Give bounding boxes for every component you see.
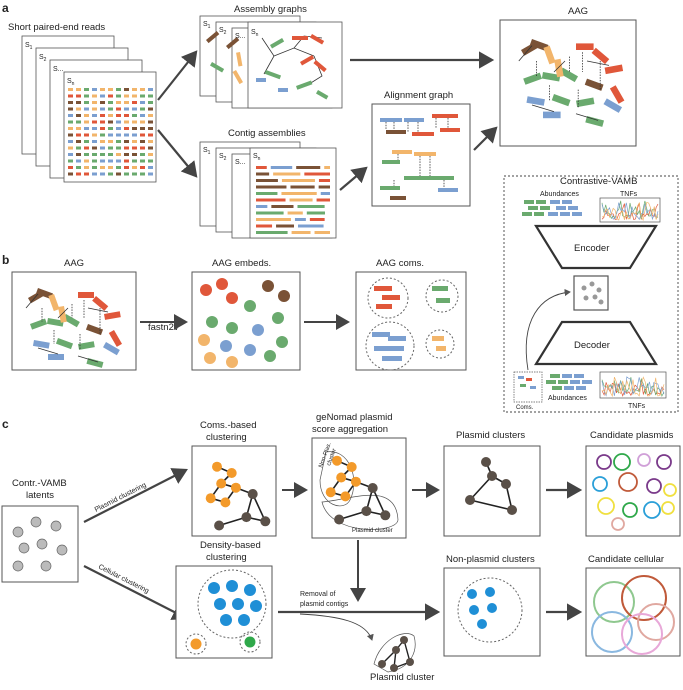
encoder-shape — [534, 224, 658, 270]
contig-s1-label: S1 — [203, 147, 211, 156]
coms-based-title-l2: clustering — [206, 432, 247, 443]
latents-dots — [12, 516, 68, 572]
short-reads-title: Short paired-end reads — [8, 22, 105, 33]
genomad-graph — [319, 451, 399, 530]
vamb-tnfs-top: TNFs — [620, 191, 638, 198]
vamb-abundance-blocks-top — [522, 200, 582, 216]
arrow-contigs-to-alignment — [339, 166, 368, 191]
graph-s1-label: S1 — [203, 21, 211, 30]
removed-plasmid-cluster — [373, 633, 416, 673]
latents-title-l2: latents — [26, 490, 54, 501]
tnf-spectrum-bottom — [601, 376, 665, 398]
assembly-graphs-stack — [199, 15, 343, 109]
aag-sketch-b — [25, 287, 122, 368]
panel-a-letter: a — [2, 1, 9, 15]
genomad-box — [311, 437, 407, 539]
coms-based-graph — [205, 461, 271, 531]
sheet-sn-label: Sn — [67, 78, 75, 87]
contig-sdots-label: S... — [235, 159, 246, 166]
decoder-shape — [534, 320, 658, 366]
vamb-title: Contrastive-VAMB — [560, 176, 637, 187]
coms-feedback-arrow — [525, 288, 571, 371]
arrow-reads-to-graphs — [157, 50, 198, 101]
density-title-l2: clustering — [206, 552, 247, 563]
coms-mini-sketch — [518, 376, 536, 389]
cellular-clustering-label: Cellular clustering — [97, 564, 150, 596]
assembly-graphs-title: Assembly graphs — [234, 4, 307, 15]
contig-lines — [256, 166, 330, 234]
tnf-spectrum-top — [601, 200, 659, 221]
latent-dots — [581, 281, 604, 305]
contig-assemblies-title: Contig assemblies — [228, 128, 306, 139]
plasmid-cluster-bottom-label: Plasmid cluster — [370, 672, 434, 683]
removal-label-l2: plasmid contigs — [300, 601, 349, 608]
vamb-tnfs-bottom: TNFs — [628, 403, 646, 410]
arrow-to-removed-plasmid — [299, 613, 374, 641]
genomad-title-l1: geNomad plasmid — [316, 412, 393, 423]
vamb-abundance-blocks-bottom — [546, 374, 592, 390]
plasmid-cluster-graph — [465, 457, 517, 515]
coms-based-title-l1: Coms.-based — [200, 420, 257, 431]
alignment-graph-title: Alignment graph — [384, 90, 453, 101]
latents-title-l1: Contr.-VAMB — [12, 478, 67, 489]
non-plasmid-clusters-title: Non-plasmid clusters — [446, 554, 535, 565]
panel-b-letter: b — [2, 253, 9, 267]
aag-box-a — [499, 19, 637, 147]
short-reads-stack — [21, 35, 157, 183]
embeds-title: AAG embeds. — [212, 258, 271, 269]
sheet-s2-label: S2 — [39, 54, 47, 63]
candidate-cellular-rings — [591, 575, 675, 655]
graph-sdots-label: S... — [235, 33, 246, 40]
read-dashes — [68, 88, 153, 176]
non-plasmid-cluster-label-l2: cluster — [326, 448, 338, 467]
contig-sn-label: Sn — [253, 153, 261, 162]
coms-title: AAG coms. — [376, 258, 424, 269]
embed-dots — [198, 278, 290, 368]
arrow-reads-to-contigs — [157, 129, 198, 178]
decoder-label: Decoder — [574, 340, 610, 351]
sheet-s1-label: S1 — [25, 42, 33, 51]
non-plasmid-cluster-sketch — [457, 577, 523, 643]
density-title-l1: Density-based — [200, 540, 261, 551]
arrow-alignment-to-aag — [473, 126, 498, 151]
vamb-abundances-bottom: Abundances — [548, 395, 587, 402]
candidate-cellular-title: Candidate cellular — [588, 554, 664, 565]
plasmid-clusters-title: Plasmid clusters — [456, 430, 525, 441]
plasmid-clustering-label: Plasmid clustering — [94, 482, 148, 514]
candidate-plasmids-title: Candidate plasmids — [590, 430, 674, 441]
genomad-title-l2: score aggregation — [312, 424, 388, 435]
density-box — [175, 565, 273, 659]
sheet-sdots-label: S... — [53, 66, 64, 73]
coms-label: Coms. — [516, 405, 534, 411]
removal-label-l1: Removal of — [300, 591, 335, 598]
arrow-plasmid-clustering — [83, 468, 188, 523]
contig-assemblies-stack — [199, 141, 337, 239]
b-aag-title: AAG — [64, 258, 84, 269]
aag-title-a: AAG — [568, 6, 588, 17]
latent-box — [573, 275, 609, 311]
panel-c-letter: c — [2, 417, 9, 431]
arrow-cellular-clustering — [83, 565, 188, 620]
aag-sketch-a — [518, 39, 625, 127]
coms-communities — [365, 277, 459, 371]
candidate-plasmid-rings — [592, 453, 677, 531]
vamb-abundances-top: Abundances — [540, 191, 579, 198]
fastn2v-label: fastn2v — [148, 322, 179, 333]
alignment-graph-sketch — [380, 114, 460, 200]
coms-box — [355, 271, 467, 371]
encoder-label: Encoder — [574, 243, 609, 254]
plasmid-clusters-box — [443, 445, 541, 537]
contrastive-vamb-box — [503, 175, 679, 413]
graph-s2-label: S2 — [219, 27, 227, 36]
graph-sn-label: Sn — [251, 29, 259, 38]
contig-s2-label: S2 — [219, 153, 227, 162]
plasmid-cluster-inner-label: Plasmid cluster — [352, 528, 393, 534]
candidate-cellular-box — [585, 567, 681, 657]
density-clusters — [185, 569, 267, 655]
